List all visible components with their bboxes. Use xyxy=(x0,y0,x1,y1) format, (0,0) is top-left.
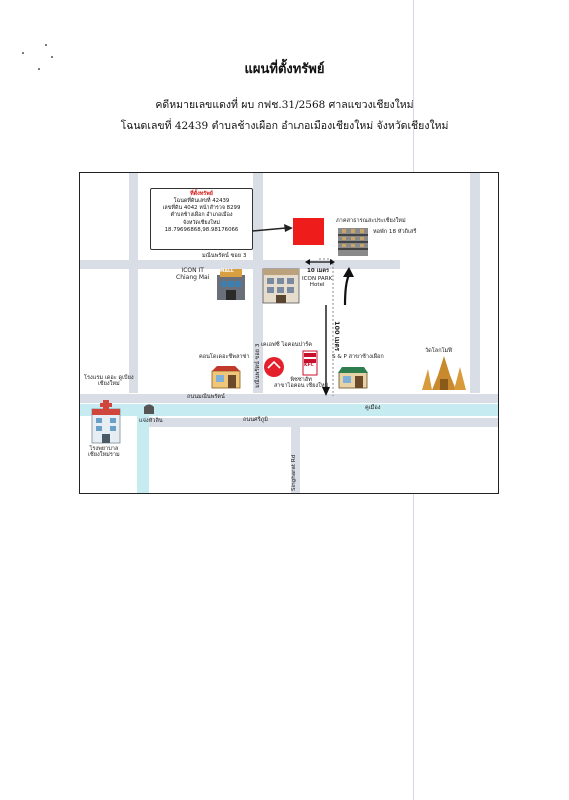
target-marker-icon xyxy=(293,218,324,245)
property-info-box: ที่ตั้งทรัพย์ โฉนดที่ดินเลขที่ 42439 เลข… xyxy=(150,188,253,250)
singharat-label: Singharat Rd xyxy=(291,454,297,491)
building-icon xyxy=(338,228,368,256)
icon-it-label: ICON IT Chiang Mai xyxy=(176,267,210,281)
kfc-icon xyxy=(302,350,318,376)
apartments-label: ภาคสาธารณสะประเชียงใหม่ xyxy=(336,218,406,224)
pizza-hut-label: พิซซ่าฮัท สาขาไอคอน เชียงใหม่ xyxy=(274,377,329,390)
moat-vertical xyxy=(137,404,149,493)
manee-nopparat-label: ถนนมณีนพรัตน์ xyxy=(187,394,225,400)
moat-horizontal xyxy=(80,404,498,416)
corner-fort-icon xyxy=(144,404,154,414)
corner-label: แจ่งหัวลิน xyxy=(139,418,163,424)
info-heading: ที่ตั้งทรัพย์ xyxy=(190,191,213,197)
dorm-label: หอพัก 18 หัวถิเสรี xyxy=(373,229,417,235)
temple-icon xyxy=(422,356,466,390)
kfc-label: เคเอฟซี ไอคอนปาร์ค xyxy=(261,342,312,348)
route-arrow-icon xyxy=(343,267,354,306)
mall-icon xyxy=(217,269,245,300)
condo-label: คอนโดเดอะซีพลาซ่า xyxy=(199,354,250,360)
soi3-vertical-label: มณีนพรัตน์ ซอย 3 xyxy=(255,343,261,388)
kfc-sign: KFC xyxy=(304,363,314,368)
temple-label: วัดโลกโมฬี xyxy=(425,348,453,354)
hospital-icon xyxy=(91,400,121,444)
location-map: ที่ตั้งทรัพย์ โฉนดที่ดินเลขที่ 42439 เลข… xyxy=(79,172,499,494)
hotel-icon xyxy=(262,268,300,304)
info-coordinates: 18.79696868,98.98176066 xyxy=(164,226,239,233)
info-line: จังหวัดเชียงใหม่ xyxy=(183,219,220,226)
shop-icon xyxy=(211,366,241,389)
scan-specks xyxy=(18,44,58,74)
case-number-line: คดีหมายเลขแดงที่ ผบ กฟช.31/2568 ศาลแขวงเ… xyxy=(155,99,414,111)
info-line: ตำบลช้างเผือก อำเภอเมือง xyxy=(170,212,233,219)
distance-arrow-icon xyxy=(305,259,335,265)
snp-label: S & P สาขาช้างเผือก xyxy=(332,354,384,360)
road-sriphum xyxy=(140,418,498,427)
distance-10m-label: 10 เมตร xyxy=(307,268,329,274)
moat-label: คูเมือง xyxy=(365,405,381,411)
distance-vertical-arrow-icon xyxy=(322,305,330,396)
info-line: โฉนดที่ดินเลขที่ 42439 xyxy=(173,198,230,205)
info-line: เลขที่ดิน 4042 หน้าสำรวจ 8299 xyxy=(162,205,241,212)
icon-park-label: ICON PARK Hotel xyxy=(302,276,333,289)
road-singharat xyxy=(291,423,300,493)
arrow-icon xyxy=(252,224,293,232)
road-soi3-vertical xyxy=(253,173,263,393)
page-title: แผนที่ตั้งทรัพย์ xyxy=(244,62,325,77)
mall-sign: MALL xyxy=(220,269,234,274)
hospital-label: โรงพยาบาล เชียงใหม่ราม xyxy=(88,446,120,459)
pizza-hut-icon xyxy=(264,357,284,377)
soi3-road-label: มณีนพรัตน์ ซอย 3 xyxy=(202,253,247,259)
distance-100m-label: 100 เมตร xyxy=(333,321,341,352)
shop-icon xyxy=(338,367,368,389)
road-right-vertical xyxy=(470,173,480,393)
hotel-label: โรงแรม เดอะ ดูเบียง เชียงใหม่ xyxy=(84,375,134,388)
road-left-vertical xyxy=(129,173,138,393)
sriphum-label: ถนนศรีภูมิ xyxy=(243,417,268,423)
deed-line: โฉนดเลขที่ 42439 ตำบลช้างเผือก อำเภอเมือ… xyxy=(120,120,449,132)
road-manee-nopparat xyxy=(80,394,498,403)
road-soi3-horizontal xyxy=(80,260,400,269)
